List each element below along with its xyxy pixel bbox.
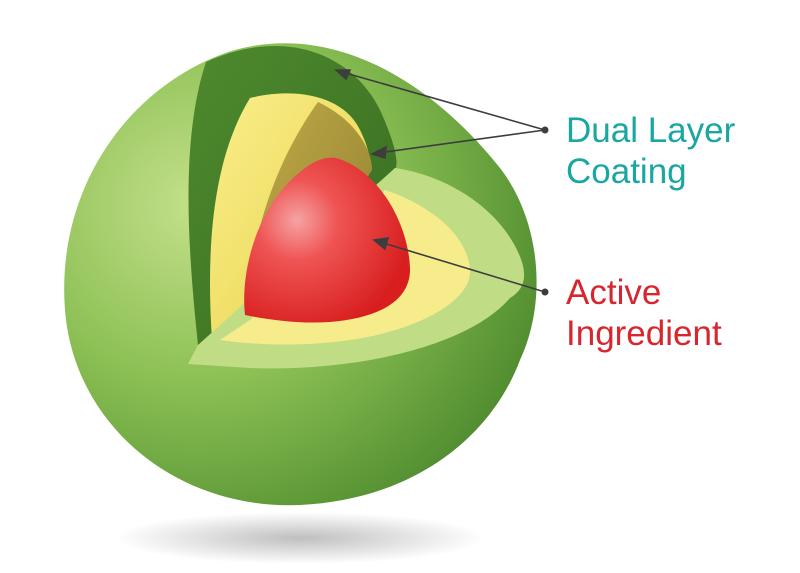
leader-line-core <box>379 241 546 293</box>
arrowhead-core <box>372 237 390 251</box>
leader-dot-ingredient <box>541 288 549 296</box>
floor-shadow <box>115 512 485 564</box>
leader-lines <box>333 69 549 296</box>
arrowhead-inner-coating <box>369 145 387 160</box>
dual-layer-coating-label: Dual Layer Coating <box>566 110 735 192</box>
coating-label-line-2: Coating <box>566 152 687 191</box>
leader-line-outer-coating <box>341 71 546 131</box>
leader-dot-coating <box>541 126 549 134</box>
coating-label-line-1: Dual Layer <box>566 111 736 150</box>
leader-line-inner-coating <box>377 129 546 154</box>
arrowhead-outer-coating <box>333 69 352 81</box>
ingredient-label-line-2: Ingredient <box>566 314 722 353</box>
active-ingredient-core <box>244 157 411 323</box>
active-ingredient-label: Active Ingredient <box>566 272 722 354</box>
ingredient-label-line-1: Active <box>566 273 662 312</box>
